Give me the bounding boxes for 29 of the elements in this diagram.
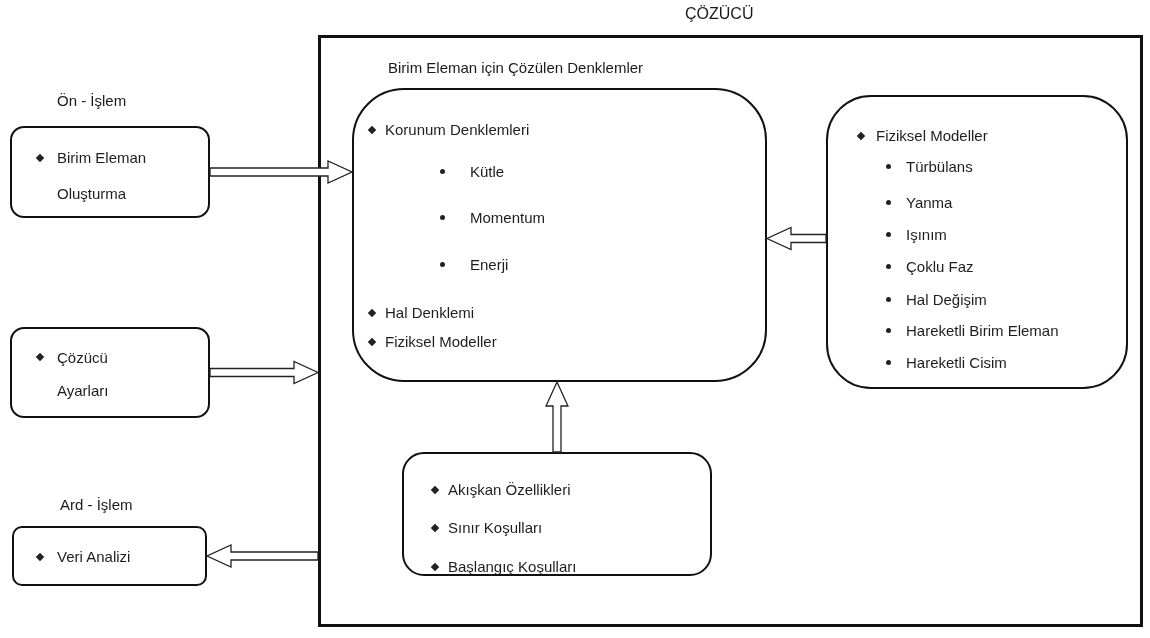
list-item: Momentum xyxy=(470,208,546,228)
list-item: Hareketli Cisim xyxy=(906,353,1007,373)
block-arrow xyxy=(205,544,319,568)
list-item: Akışkan Özellikleri xyxy=(448,480,571,500)
list-item: Çoklu Faz xyxy=(906,257,974,277)
list-item: Enerji xyxy=(470,255,509,275)
block-arrow xyxy=(209,360,320,385)
list-item: Yanma xyxy=(906,193,953,213)
list-item: Çözücü Ayarları xyxy=(57,347,110,401)
section-heading: Ön - İşlem xyxy=(57,91,127,111)
list-item: Başlangıç Koşulları xyxy=(448,557,577,577)
list-item: Fiziksel Modeller xyxy=(876,126,988,146)
list-item: Hal Değişim xyxy=(906,290,987,310)
list-item: Hareketli Birim Eleman xyxy=(906,321,1059,341)
list-item: Türbülans xyxy=(906,157,973,177)
list-item: Birim Eleman Oluşturma xyxy=(57,148,148,204)
section-heading: Birim Eleman için Çözülen Denklemler xyxy=(388,58,644,78)
list-item: Hal Denklemi xyxy=(385,303,475,323)
section-heading: ÇÖZÜCÜ xyxy=(685,4,754,24)
section-heading: Ard - İşlem xyxy=(60,495,133,515)
list-item: Kütle xyxy=(470,162,505,182)
list-item: Korunum Denklemleri xyxy=(385,120,530,140)
list-item: Veri Analizi xyxy=(57,547,131,567)
list-item: Fiziksel Modeller xyxy=(385,332,497,352)
list-item: Işınım xyxy=(906,225,947,245)
block-arrow xyxy=(545,380,569,453)
block-arrow xyxy=(765,226,827,251)
block-arrow xyxy=(209,160,354,184)
list-item: Sınır Koşulları xyxy=(448,518,543,538)
